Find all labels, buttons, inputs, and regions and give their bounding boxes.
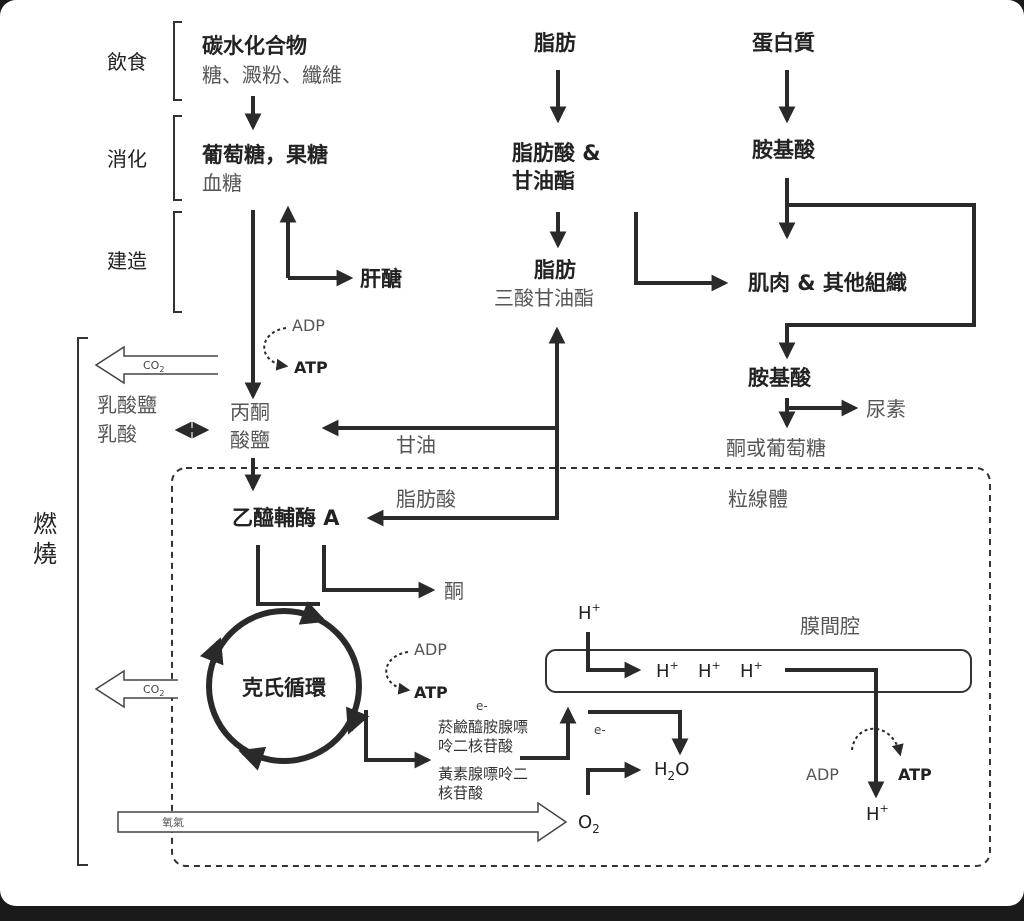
mitochondria-label: 粒線體 xyxy=(728,487,788,511)
adp-atp-arc-3 xyxy=(851,727,904,757)
proton-box-2: H+ xyxy=(698,659,721,682)
oxygen-arrow-label: 氧氣 xyxy=(162,815,184,829)
arrow-aminoacid-loop xyxy=(778,203,976,360)
glycerol-label: 甘油 xyxy=(396,433,436,457)
amino-acid-mid: 胺基酸 xyxy=(748,366,812,390)
krebs-arrow-top xyxy=(298,601,327,625)
adp-label-1: ADP xyxy=(292,316,325,335)
burning-brace xyxy=(77,337,88,866)
electron-label-2: e- xyxy=(594,723,606,737)
fadh-line1: 黃素腺嘌呤二 xyxy=(438,765,528,783)
krebs-arrow-left xyxy=(199,637,224,666)
proton-bottom: H+ xyxy=(866,802,889,825)
proton-top: H+ xyxy=(578,601,601,624)
adp-label-2: ADP xyxy=(414,640,447,659)
fatty-acid-mito-label: 脂肪酸 xyxy=(396,487,456,511)
fat-store-label: 脂肪 xyxy=(534,258,576,282)
arrow-acetylcoa-to-krebs xyxy=(256,545,320,606)
electron-label-1: e- xyxy=(476,699,488,713)
urea-label: 尿素 xyxy=(866,397,906,421)
lactic-acid-label: 乳酸 xyxy=(97,422,137,446)
atp-label-1: ATP xyxy=(294,358,328,377)
acetyl-coa-label: 乙醯輔酶 A xyxy=(232,506,340,530)
atp-label-2: ATP xyxy=(414,683,448,702)
co2-out-arrow-2 xyxy=(94,669,178,709)
ketone-label: 酮 xyxy=(444,579,464,603)
pyruvate-line1: 丙酮 xyxy=(230,400,270,424)
section-building: 建造 xyxy=(107,249,147,273)
co2-out-arrow-1 xyxy=(94,345,218,385)
glycogen-label: 肝醣 xyxy=(360,267,402,291)
fat-label: 脂肪 xyxy=(534,31,576,55)
amino-acid-top: 胺基酸 xyxy=(752,138,816,162)
krebs-arrow-bottom xyxy=(238,746,267,771)
carbohydrate-examples: 糖、澱粉、纖維 xyxy=(202,63,342,87)
arrow-oxygen-to-water xyxy=(586,761,642,795)
co2-label-1: CO2 xyxy=(143,359,164,374)
krebs-cycle-ring xyxy=(206,608,362,764)
proton-box-3: H+ xyxy=(740,659,763,682)
krebs-cycle-label: 克氏循環 xyxy=(242,676,327,700)
fadh-line2: 核苷酸 xyxy=(438,784,483,802)
diet-brace xyxy=(173,21,182,101)
arrow-fattyacid-to-acetylcoa xyxy=(366,428,559,527)
arrow-krebs-to-carriers xyxy=(364,710,432,769)
pyruvate-line2: 酸鹽 xyxy=(230,428,270,452)
nadh-line2: 呤二核苷酸 xyxy=(438,737,513,755)
arrow-acetylcoa-to-ketone xyxy=(322,545,436,599)
protein-label: 蛋白質 xyxy=(752,31,815,55)
arrow-proton-atp-synthase xyxy=(785,668,885,799)
intermembrane-box xyxy=(545,649,972,693)
glucose-label: 葡萄糖，果糖 xyxy=(201,143,328,167)
arrow-to-muscle xyxy=(634,212,729,292)
adp-atp-arc-1 xyxy=(263,327,289,371)
lactate-salt-label: 乳酸鹽 xyxy=(97,393,157,417)
carbohydrate-label: 碳水化合物 xyxy=(202,34,307,58)
muscle-tissue-label: 肌肉 & 其他組織 xyxy=(748,271,907,295)
blood-sugar-label: 血糖 xyxy=(202,171,242,195)
building-brace xyxy=(173,211,182,313)
krebs-arrow-right xyxy=(346,706,370,735)
proton-box-1: H+ xyxy=(656,659,679,682)
section-diet: 飲食 xyxy=(107,50,147,74)
o2-label: O2 xyxy=(578,812,600,836)
digestion-brace xyxy=(173,115,182,201)
nadh-line1: 菸鹼醯胺腺嘌 xyxy=(438,718,528,736)
atp-label-3: ATP xyxy=(898,765,932,784)
section-digestion: 消化 xyxy=(107,147,147,171)
water-label: H2O xyxy=(654,759,689,783)
triglyceride-label: 三酸甘油酯 xyxy=(494,286,594,310)
fattyacid-glycerol-line2: 甘油酯 xyxy=(512,169,575,193)
ketone-or-glucose-label: 酮或葡萄糖 xyxy=(726,436,826,460)
adp-label-3: ADP xyxy=(806,765,839,784)
adp-atp-arc-2 xyxy=(385,651,411,695)
section-burning: 燃燒 xyxy=(33,510,57,568)
arrow-carriers-to-membrane xyxy=(520,706,577,760)
co2-label-2: CO2 xyxy=(143,683,164,698)
arrow-electrons-to-water xyxy=(588,710,689,756)
fattyacid-glycerol-line1: 脂肪酸 & xyxy=(512,141,601,165)
arrow-proton-into-space xyxy=(586,632,642,679)
mitochondria-boundary xyxy=(171,467,991,867)
intermembrane-space-label: 膜間腔 xyxy=(800,614,860,638)
oxygen-in-arrow xyxy=(117,801,568,843)
